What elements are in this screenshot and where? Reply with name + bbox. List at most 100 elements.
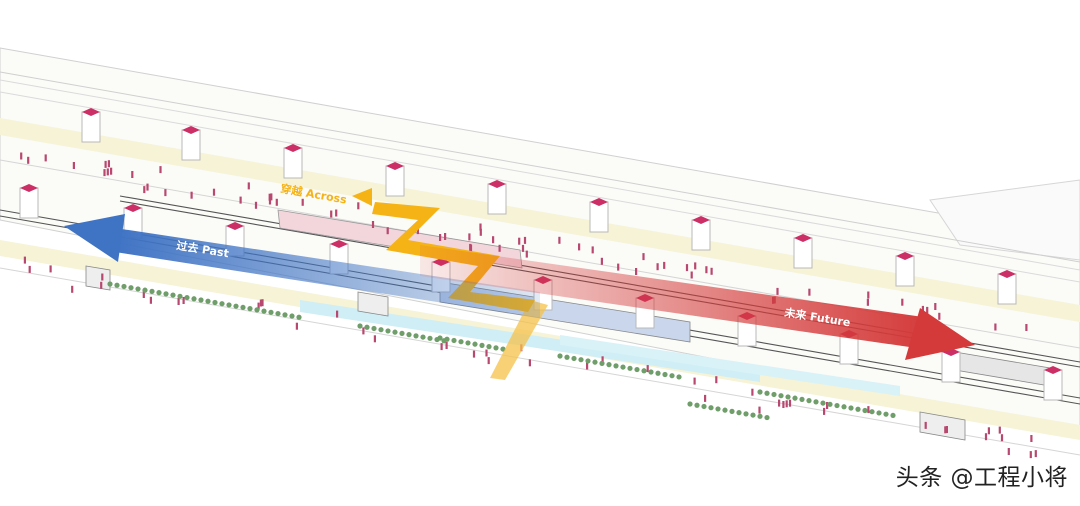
person-figure <box>826 402 829 409</box>
pillar <box>19 187 39 219</box>
tree <box>465 340 471 346</box>
person-figure <box>617 263 620 271</box>
person-figure <box>101 273 104 281</box>
person-figure <box>1025 324 1028 331</box>
pillar-top <box>182 126 200 134</box>
tree <box>627 365 633 371</box>
tree <box>378 327 384 333</box>
tree <box>451 337 457 344</box>
pillar-top <box>488 180 506 188</box>
pillar-top <box>998 270 1016 278</box>
person-figure <box>330 210 333 218</box>
right-canopy <box>929 179 1080 261</box>
future-arrow: 未来 Future <box>420 245 975 360</box>
pillar <box>793 237 813 269</box>
tree <box>205 298 211 304</box>
person-figure <box>20 152 23 160</box>
watermark: 头条 @工程小将 <box>895 465 1068 491</box>
tree <box>655 370 661 376</box>
edge-line-top <box>0 71 1080 263</box>
person-figure <box>468 233 471 241</box>
tree <box>296 314 302 320</box>
person-figure <box>103 169 106 177</box>
shelter-right <box>919 411 966 441</box>
tree <box>585 358 591 364</box>
tree <box>275 310 281 317</box>
tree <box>135 286 141 292</box>
person-figure <box>635 268 638 275</box>
tree <box>848 405 854 411</box>
tree <box>890 412 896 419</box>
tree <box>778 393 784 399</box>
person-figure <box>275 198 278 206</box>
person-figure <box>705 266 708 274</box>
person-figure <box>998 426 1001 434</box>
tree <box>701 403 707 410</box>
pillar <box>941 351 961 383</box>
person-figure <box>924 421 927 429</box>
pillar <box>81 111 101 143</box>
tree <box>191 296 197 302</box>
tree <box>385 328 391 334</box>
tree <box>149 288 155 294</box>
tree <box>392 329 398 335</box>
tree <box>687 401 693 407</box>
person-figure <box>439 234 442 241</box>
tree <box>254 307 260 313</box>
tree <box>606 362 612 368</box>
tree <box>792 395 798 401</box>
future-arrow-head <box>905 308 975 360</box>
tree <box>233 303 239 309</box>
tree <box>156 290 162 296</box>
tree <box>634 366 640 373</box>
tree <box>357 323 363 329</box>
tree <box>282 312 288 318</box>
person-figure <box>601 356 604 364</box>
tree <box>413 333 419 339</box>
person-figure <box>528 359 531 367</box>
people-group <box>20 152 1037 459</box>
person-figure <box>867 406 870 414</box>
tree <box>571 355 577 362</box>
person-figure <box>591 246 594 254</box>
person-figure <box>600 257 603 265</box>
person-figure <box>492 236 495 244</box>
person-figure <box>469 243 472 251</box>
tree <box>827 401 833 407</box>
tree <box>261 308 267 314</box>
person-figure <box>934 303 937 310</box>
person-figure <box>472 350 476 358</box>
person-figure <box>261 299 264 307</box>
person-figure <box>788 399 792 407</box>
person-figure <box>110 167 113 175</box>
tree-group <box>107 281 896 421</box>
person-figure <box>149 296 152 304</box>
tree <box>479 342 485 348</box>
person-figure <box>518 237 521 245</box>
tree <box>107 281 113 287</box>
pillar-top <box>386 162 404 170</box>
tree <box>862 407 868 414</box>
person-figure <box>521 244 525 252</box>
tree <box>764 390 770 396</box>
person-figure <box>944 426 947 434</box>
person-figure <box>1034 450 1037 458</box>
tree <box>648 369 654 375</box>
person-figure <box>578 243 581 251</box>
tree <box>869 409 875 415</box>
person-figure <box>416 227 419 235</box>
tree <box>599 360 605 366</box>
tree <box>564 354 570 360</box>
tree <box>472 341 478 347</box>
ground-layers <box>0 47 1080 456</box>
tree <box>662 371 668 378</box>
person-figure <box>808 288 811 296</box>
person-figure <box>444 233 447 240</box>
tree <box>757 389 763 395</box>
person-figure <box>49 265 52 273</box>
tree <box>708 405 714 411</box>
roof-slab <box>0 79 1080 283</box>
person-figure <box>371 221 375 228</box>
tree <box>676 374 682 380</box>
